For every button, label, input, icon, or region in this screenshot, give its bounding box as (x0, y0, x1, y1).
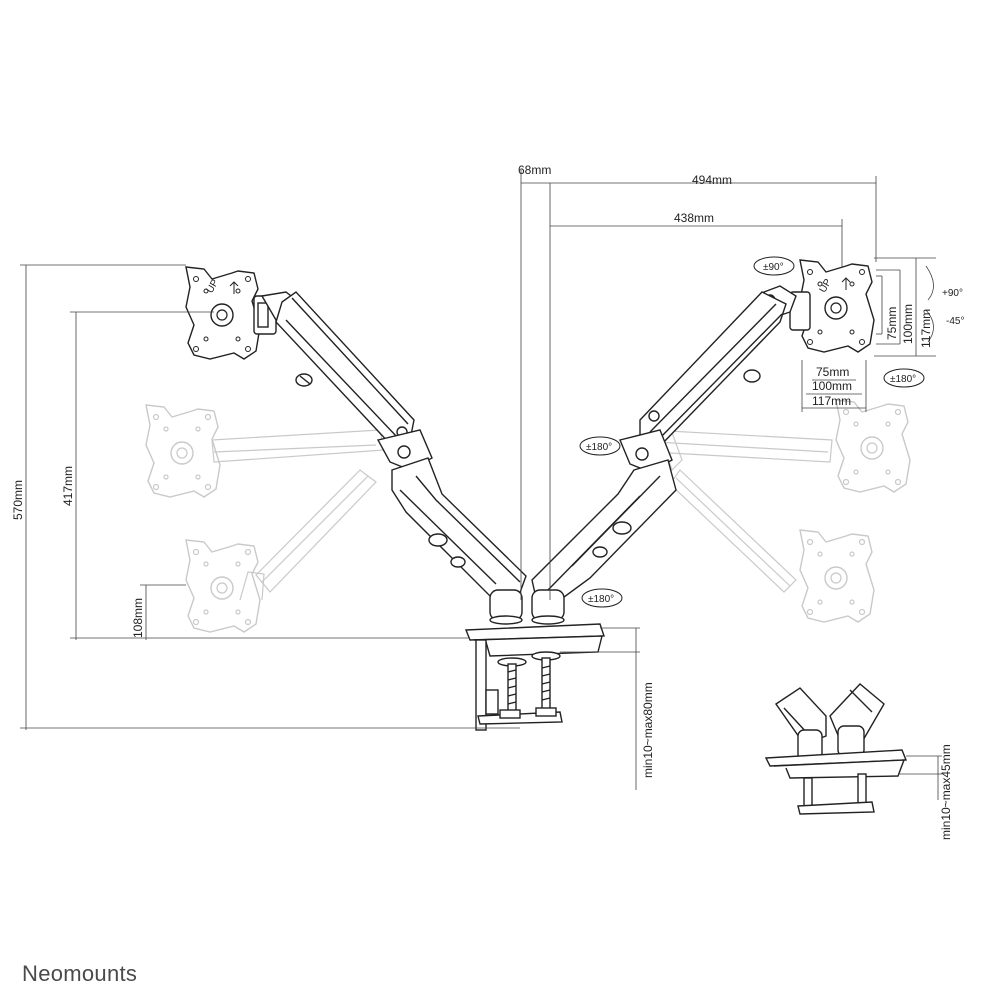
right-vesa-plate: UP (799, 259, 875, 353)
dim-100mm-height: 100mm (901, 304, 915, 344)
right-arm (531, 285, 811, 625)
left-arm (253, 291, 527, 625)
base-rotation-label: ±180° (588, 594, 614, 605)
dim-117mm-height: 117mm (919, 309, 933, 348)
tilt-up-label: +90° (942, 288, 963, 299)
swivel-label: ±90° (763, 262, 784, 273)
dim-75mm-height: 75mm (885, 307, 899, 340)
ghost-positions (145, 398, 911, 633)
dim-clamp-range: min10~max80mm (641, 682, 655, 778)
dim-75mm-width: 75mm (816, 365, 849, 379)
dim-68mm: 68mm (518, 163, 551, 177)
elbow-rotation-label: ±180° (586, 442, 612, 453)
desk-clamp (464, 623, 605, 731)
dimension-lines (20, 170, 942, 800)
dim-small-clamp-range: min10~max45mm (939, 744, 953, 840)
rotation-markers (579, 256, 925, 608)
tilt-down-label: -45° (946, 316, 964, 327)
plate-rotation-label: ±180° (890, 374, 916, 385)
left-vesa-plate: UP (185, 266, 261, 360)
dim-438mm: 438mm (674, 211, 714, 225)
dim-417mm: 417mm (61, 466, 75, 506)
small-clamp-detail (764, 683, 908, 815)
dim-570mm: 570mm (11, 480, 25, 520)
dim-494mm: 494mm (692, 173, 732, 187)
dim-117mm-width: 117mm (812, 394, 851, 408)
dim-108mm: 108mm (131, 598, 145, 638)
brand-logo: Neomounts (22, 961, 138, 986)
dim-100mm-width: 100mm (812, 379, 852, 393)
